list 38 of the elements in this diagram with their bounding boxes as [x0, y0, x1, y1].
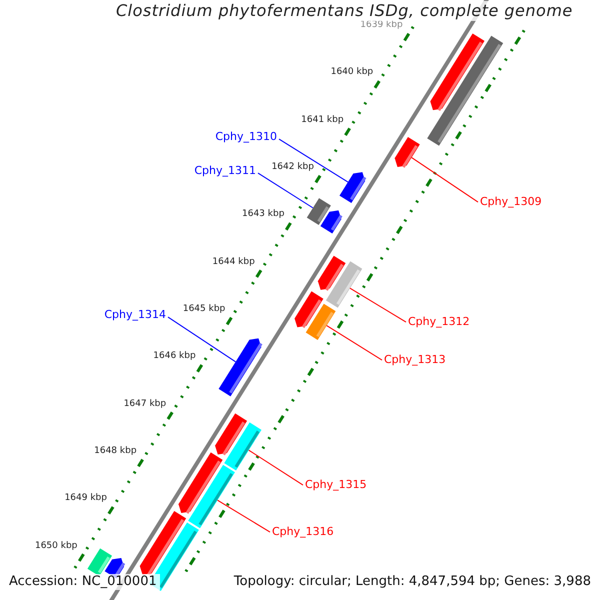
- scale-label: 1643 kbp: [242, 210, 284, 220]
- leader-line: [258, 172, 314, 208]
- gene-block: [306, 304, 336, 340]
- gene-label: Cphy_1316: [272, 526, 334, 538]
- scale-label: 1644 kbp: [212, 258, 255, 268]
- leader-line: [168, 316, 236, 362]
- gene-block: [326, 261, 362, 308]
- scale-label: 1640 kbp: [330, 68, 374, 78]
- gene-label: Cphy_1310: [215, 131, 277, 144]
- gene-block: [320, 210, 342, 234]
- scale-label: 1641 kbp: [301, 116, 344, 126]
- gene-label: Cphy_1311: [194, 165, 256, 178]
- gene-label: Cphy_1313: [384, 354, 446, 366]
- scale-label: 1648 kbp: [94, 446, 137, 457]
- scale-label: 1642 kbp: [272, 163, 314, 173]
- gene-block: [218, 338, 262, 396]
- gene-block: [427, 36, 504, 146]
- leader-line: [326, 325, 382, 361]
- gene-block: [394, 136, 420, 168]
- gene-label: Cphy_1309: [480, 196, 542, 208]
- gene-label: Cphy_1312: [408, 316, 470, 328]
- leader-line: [411, 157, 478, 203]
- scale-label: 1646 kbp: [153, 352, 196, 362]
- gene-label: Cphy_1315: [305, 479, 367, 492]
- scale-label: 1647 kbp: [124, 400, 166, 410]
- gene-block: [340, 172, 366, 203]
- leader-line: [216, 500, 270, 533]
- accession-text: Accession: NC_010001: [6, 574, 160, 590]
- scale-label: 1645 kbp: [182, 305, 226, 315]
- scale-label: 1650 kbp: [34, 542, 78, 552]
- gene-block: [224, 422, 262, 471]
- scale-label: 1639 kbp: [360, 21, 403, 31]
- leader-line: [278, 138, 348, 183]
- leader-line: [349, 288, 406, 323]
- scale-label: 1649 kbp: [64, 494, 107, 504]
- gene-block: [188, 464, 235, 528]
- leader-line: [248, 450, 304, 486]
- gene-label: Cphy_1314: [104, 309, 166, 322]
